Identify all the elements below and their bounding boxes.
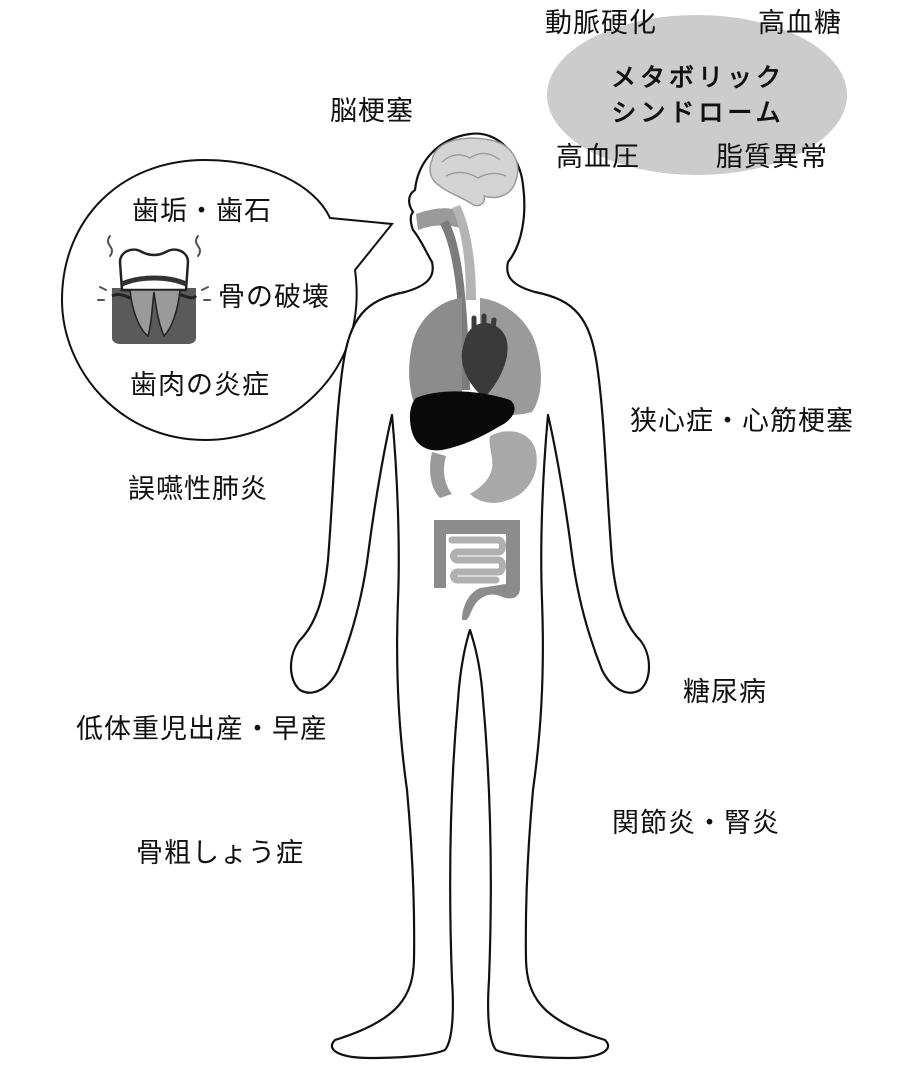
oral-speech-bubble <box>60 158 394 442</box>
tooth-crown <box>118 248 190 292</box>
metabolic-ellipse <box>547 15 847 175</box>
label-plaque-tartar: 歯垢・歯石 <box>132 196 272 227</box>
label-diabetes: 糖尿病 <box>683 677 767 708</box>
label-arthritis-nephritis: 関節炎・腎炎 <box>612 808 780 839</box>
tooth-roots <box>129 289 181 338</box>
label-hypertension: 高血圧 <box>556 142 640 173</box>
lung-left <box>409 298 462 415</box>
label-bone-destruction: 骨の破壊 <box>218 282 330 313</box>
pain-marks <box>97 235 211 301</box>
metabolic-title-line1: メタボリック <box>610 63 785 92</box>
liver <box>409 391 515 451</box>
metabolic-title-line2: シンドローム <box>611 98 785 127</box>
heart <box>461 323 508 398</box>
small-intestine <box>448 536 506 584</box>
esophagus <box>440 220 470 390</box>
label-aspiration-pneumonia: 誤嚥性肺炎 <box>128 474 268 505</box>
brain <box>429 137 519 207</box>
duodenum <box>430 452 452 498</box>
label-osteoporosis: 骨粗しょう症 <box>136 838 304 869</box>
label-hyperglycemia: 高血糖 <box>758 8 842 39</box>
airway <box>452 205 476 300</box>
label-dyslipidemia: 脂質異常 <box>716 142 828 173</box>
label-low-birth-weight: 低体重児出産・早産 <box>76 714 328 745</box>
label-atherosclerosis: 動脈硬化 <box>545 8 657 39</box>
label-gum-inflammation: 歯肉の炎症 <box>130 370 270 401</box>
large-intestine <box>434 520 520 620</box>
tooth-illustration <box>97 235 211 344</box>
label-angina-mi: 狭心症・心筋梗塞 <box>630 406 854 437</box>
label-stroke: 脳梗塞 <box>330 96 414 127</box>
stomach <box>470 431 537 503</box>
